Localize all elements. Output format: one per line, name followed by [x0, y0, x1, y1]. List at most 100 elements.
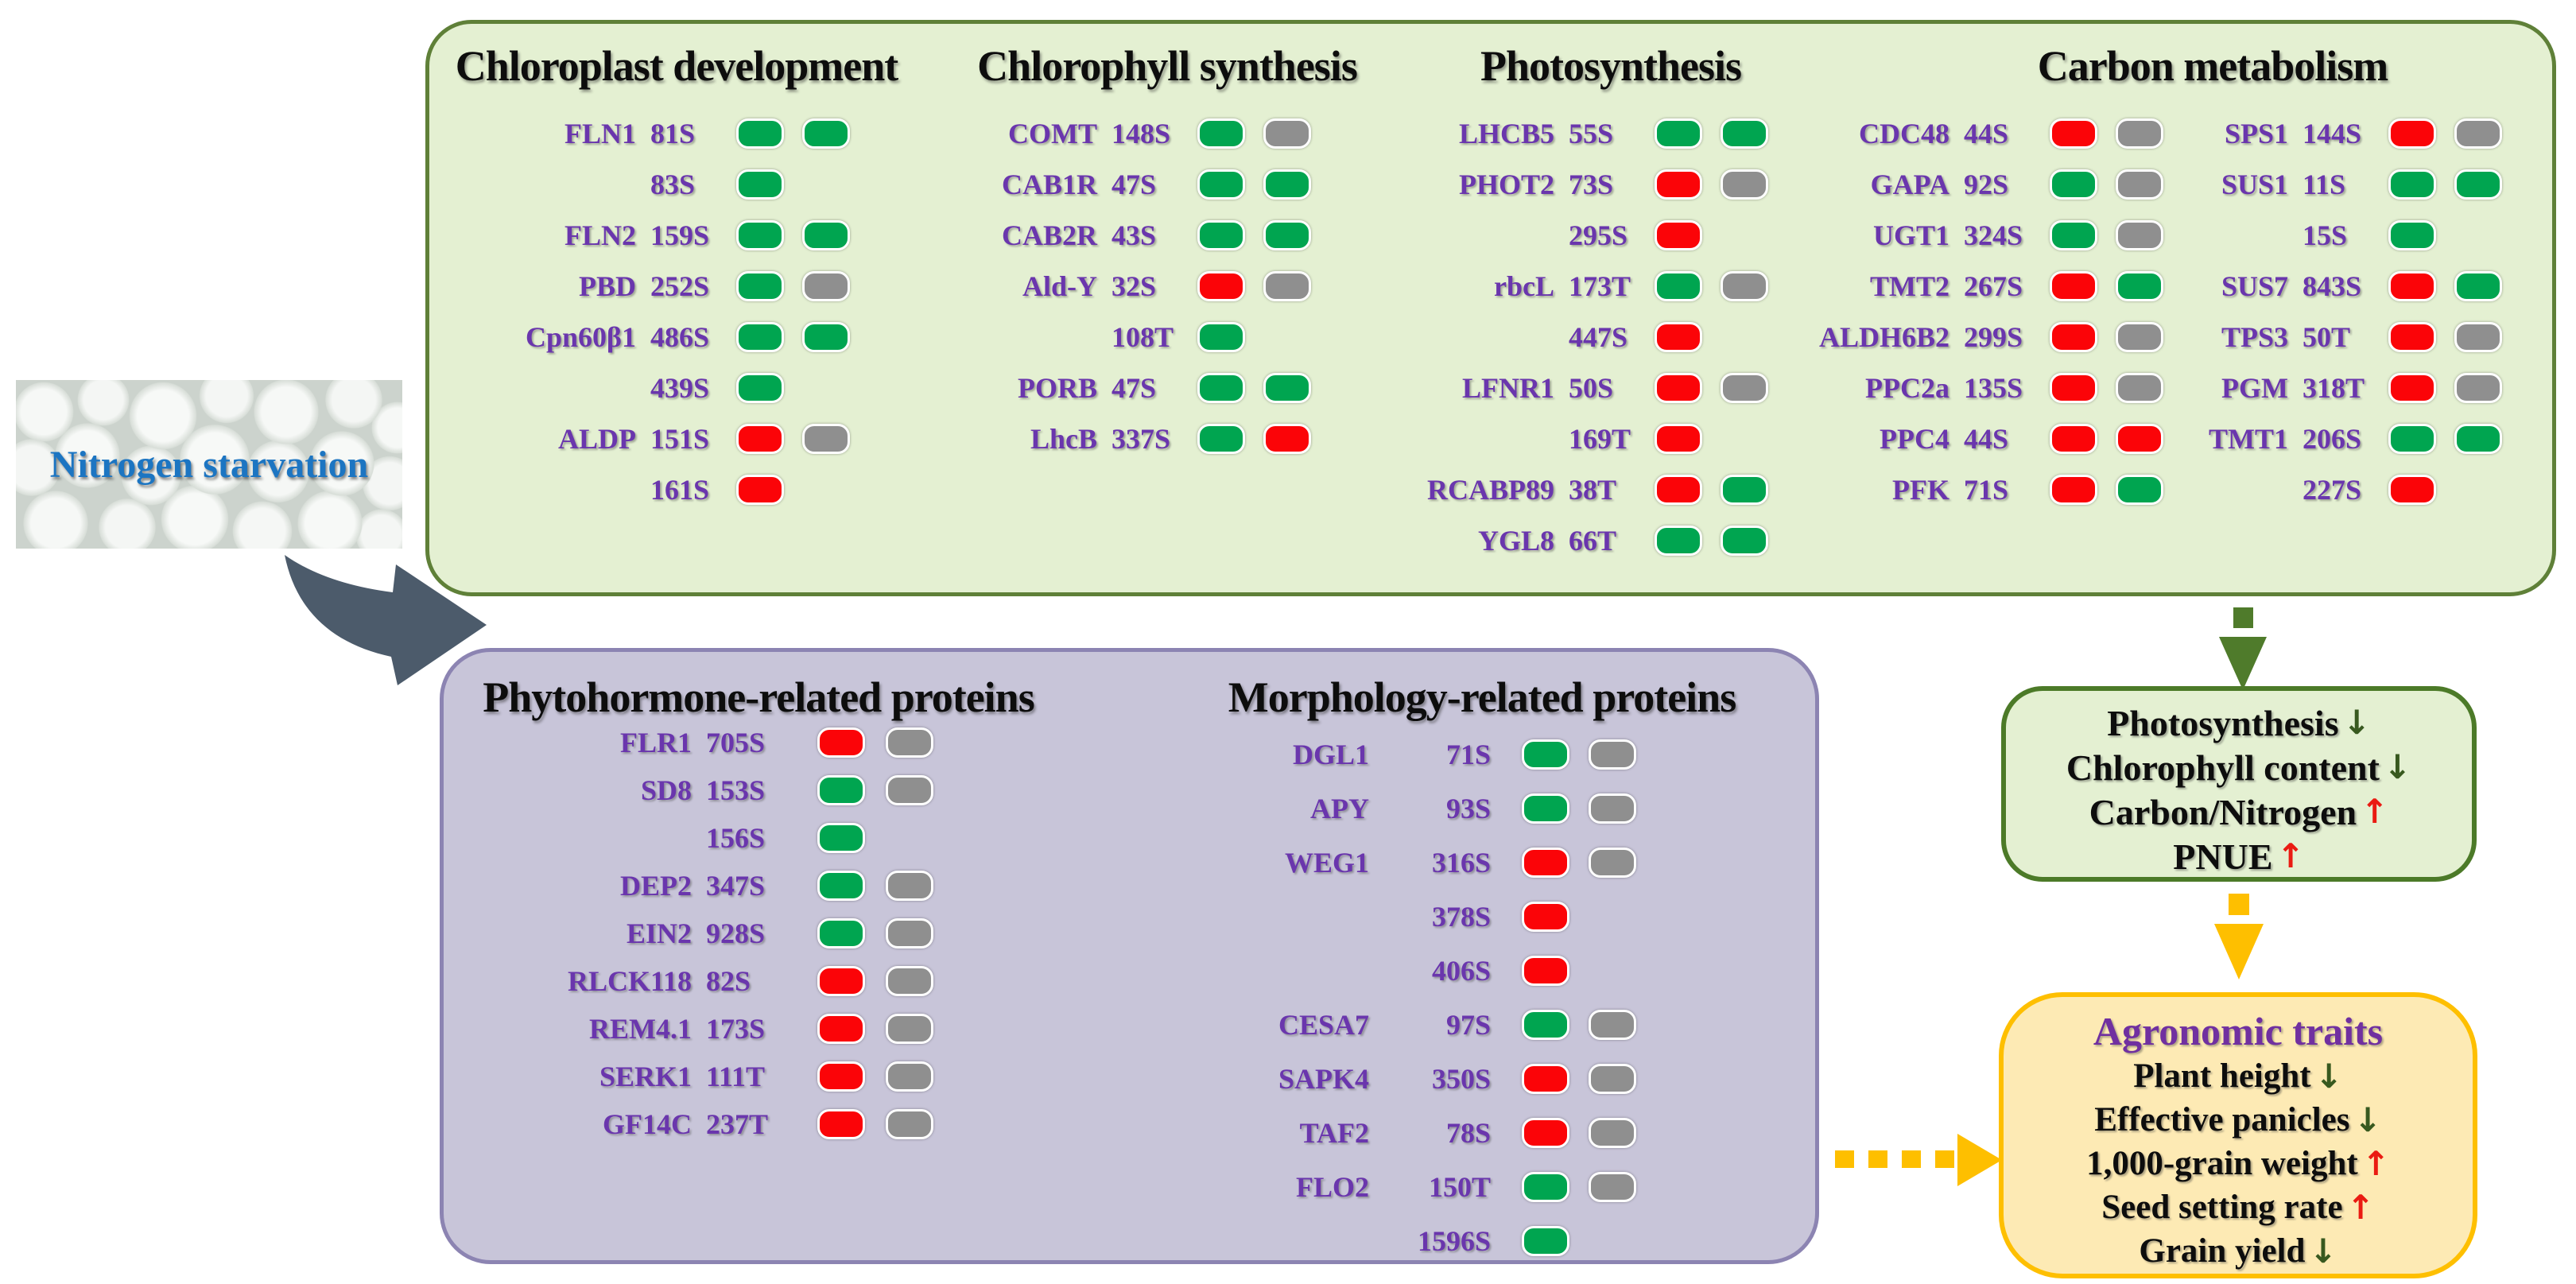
trait-line: Chlorophyll content↓	[2006, 745, 2472, 789]
pill-slot	[802, 220, 868, 250]
down-arrow-icon: ↓	[2342, 703, 2371, 742]
regulation-pill-green	[1721, 118, 1768, 149]
regulation-pill-green	[2388, 220, 2436, 250]
pill-slot	[2116, 118, 2182, 149]
trait-line: Effective panicles↓	[2004, 1098, 2473, 1142]
regulation-pill-green	[1522, 739, 1569, 770]
nitrogen-starvation-photo: Nitrogen starvation	[16, 380, 402, 549]
protein-name: LHCB5	[1458, 118, 1554, 149]
regulation-pill-red	[817, 1109, 865, 1139]
protein-row: 406S	[1166, 944, 1655, 998]
protein-name: SERK1	[599, 1061, 692, 1092]
protein-name: TPS3	[2221, 321, 2288, 353]
regulation-pill-red	[817, 727, 865, 758]
pill-slot	[1197, 271, 1263, 301]
regulation-pill-green	[1522, 793, 1569, 824]
phosphosite-label: 82S	[706, 965, 751, 997]
regulation-pill-green	[1522, 1010, 1569, 1040]
trait-text: Grain yield	[2139, 1232, 2306, 1270]
regulation-pill-green	[1197, 118, 1245, 149]
pill-slot	[2454, 373, 2520, 403]
pill-slot	[1522, 848, 1589, 878]
regulation-pill-red	[2388, 271, 2436, 301]
phosphosite-label: 378S	[1431, 901, 1491, 933]
pill-slot	[2050, 424, 2116, 454]
pill-slot	[817, 918, 886, 948]
pill-slot	[2050, 220, 2116, 250]
phosphosite-label: 1596S	[1417, 1225, 1491, 1257]
regulation-pill-red	[1655, 475, 1702, 505]
protein-row: RLCK118 82S	[489, 957, 954, 1005]
pill-slot	[736, 424, 802, 454]
protein-name: PFK	[1892, 474, 1949, 506]
header-morphology-proteins: Morphology-related proteins	[1228, 673, 1736, 721]
pill-slot	[1655, 322, 1721, 352]
regulation-pill-gray	[886, 775, 933, 805]
protein-name: Cpn60β1	[525, 321, 636, 353]
pill-slot	[886, 966, 954, 996]
protein-name: RLCK118	[567, 965, 692, 997]
pill-slot	[2050, 322, 2116, 352]
pill-slot	[1522, 1064, 1589, 1094]
phosphosite-label: 71S	[1445, 739, 1491, 770]
regulation-pill-gray	[886, 966, 933, 996]
regulation-pill-gray	[2454, 118, 2502, 149]
regulation-pill-green	[2116, 475, 2163, 505]
regulation-pill-gray	[1589, 848, 1636, 878]
regulation-pill-green	[817, 823, 865, 853]
protein-name: rbcL	[1494, 270, 1554, 302]
regulation-pill-green	[1263, 220, 1311, 250]
pill-slot	[1589, 1010, 1655, 1040]
regulation-pill-green	[817, 871, 865, 901]
trait-line: Plant height↓	[2004, 1054, 2473, 1098]
pill-slot	[1522, 739, 1589, 770]
pill-slot	[1522, 793, 1589, 824]
protein-name: SPS1	[2224, 118, 2288, 149]
pill-slot	[1197, 220, 1263, 250]
protein-row: 1596S	[1166, 1214, 1655, 1268]
pill-slot	[817, 871, 886, 901]
regulation-pill-green	[802, 220, 850, 250]
regulation-pill-green	[1197, 169, 1245, 200]
regulation-pill-gray	[886, 1061, 933, 1092]
protein-name: WEG1	[1284, 847, 1369, 879]
protein-name: DGL1	[1292, 739, 1369, 770]
protein-name: SUS7	[2221, 270, 2288, 302]
pill-slot	[1655, 118, 1721, 149]
pill-slot	[817, 727, 886, 758]
trait-text: Effective panicles	[2094, 1101, 2350, 1139]
protein-name: EIN2	[626, 917, 692, 949]
trait-line: PNUE↑	[2006, 834, 2472, 879]
protein-name: FLO2	[1295, 1171, 1369, 1203]
header-phytohormone-proteins: Phytohormone-related proteins	[483, 673, 1034, 721]
regulation-pill-red	[817, 1014, 865, 1044]
pill-slot	[2050, 169, 2116, 200]
regulation-pill-gray	[1589, 793, 1636, 824]
phosphosite-label: 295S	[1569, 219, 1628, 251]
regulation-pill-green	[1721, 526, 1768, 556]
down-arrow-icon: ↓	[2309, 1231, 2337, 1270]
pill-slot	[1721, 118, 1787, 149]
phosphosite-label: 44S	[1964, 423, 2009, 455]
protein-name: FLR1	[620, 727, 692, 758]
protein-name: ALDP	[558, 423, 636, 455]
regulation-pill-red	[2050, 475, 2097, 505]
